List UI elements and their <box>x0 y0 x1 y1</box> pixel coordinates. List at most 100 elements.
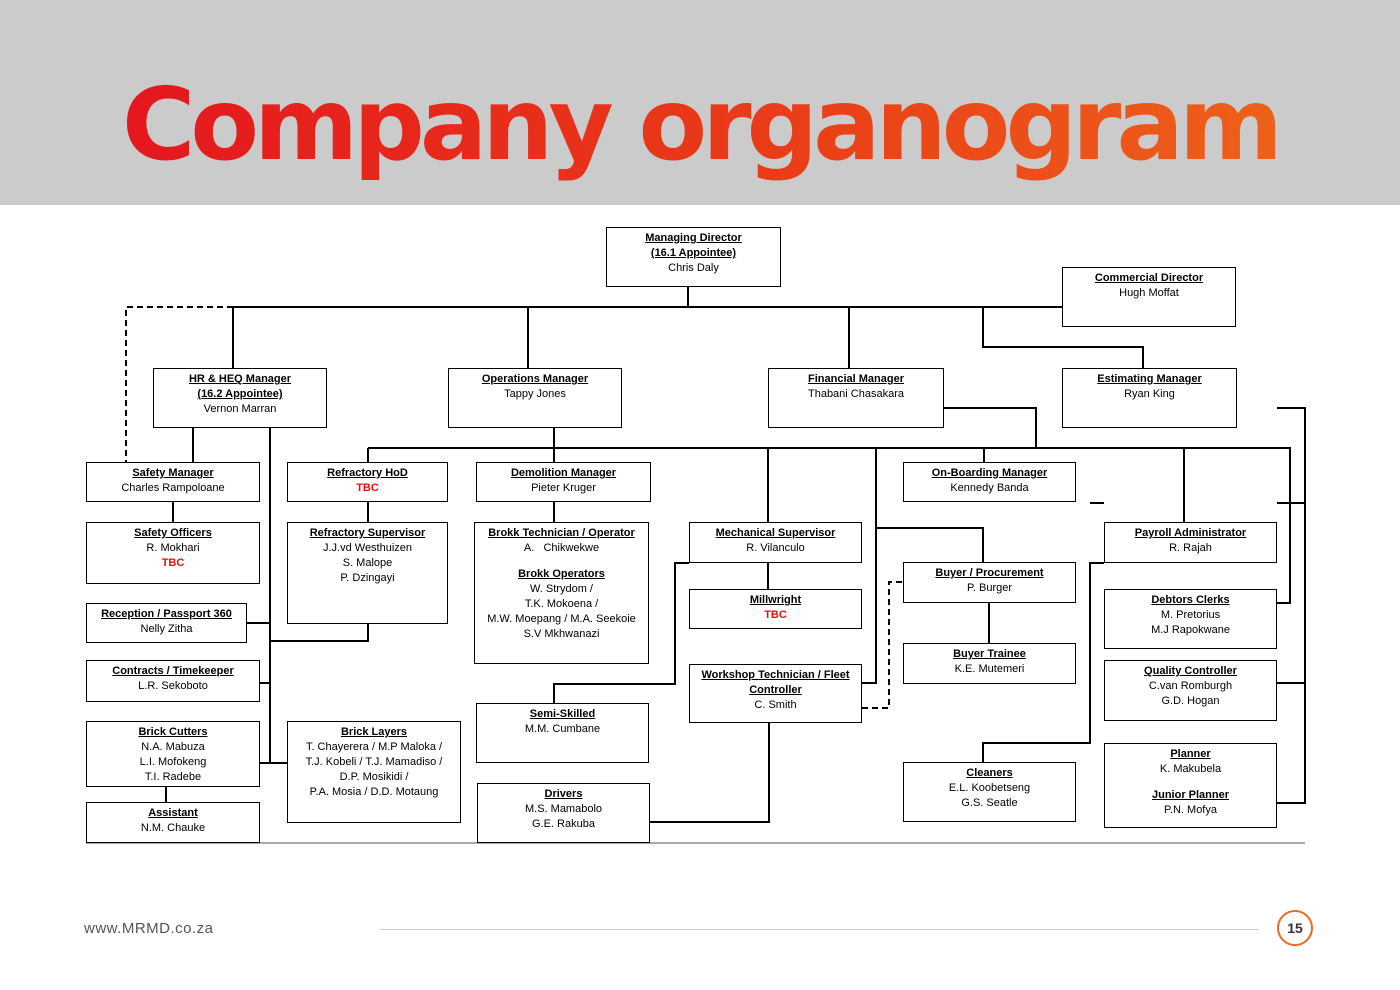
brokk-operator-name: W. Strydom / <box>530 583 593 595</box>
planner-box: Planner K. Makubela Junior Planner P.N. … <box>1104 743 1277 828</box>
cleaner-name: E.L. Koobetseng <box>948 782 1031 794</box>
mechanical-supervisor-title: Mechanical Supervisor <box>715 527 836 539</box>
safety-officers-title: Safety Officers <box>134 527 212 539</box>
financial-manager-name: Thabani Chasakara <box>807 388 904 400</box>
demolition-manager-title: Demolition Manager <box>510 467 617 479</box>
hr-manager-title: HR & HEQ Manager <box>188 373 292 385</box>
commercial-director-box: Commercial Director Hugh Moffat <box>1062 267 1236 327</box>
workshop-technician-name: C. Smith <box>754 699 797 711</box>
refractory-hod-title: Refractory HoD <box>327 467 408 479</box>
website-link[interactable]: www.MRMD.co.za <box>84 920 214 937</box>
cleaners-title: Cleaners <box>966 767 1013 779</box>
page-title: Company organogram <box>0 60 1400 190</box>
refractory-supervisor-name: P. Dzingayi <box>340 572 395 584</box>
onboarding-manager-box: On-Boarding Manager Kennedy Banda <box>903 462 1076 502</box>
estimating-manager-name: Ryan King <box>1124 388 1175 400</box>
semi-skilled-title: Semi-Skilled <box>529 708 596 720</box>
quality-controller-box: Quality Controller C.van Romburgh G.D. H… <box>1104 660 1277 721</box>
buyer-trainee-name: K.E. Mutemeri <box>954 663 1025 675</box>
safety-manager-name: Charles Rampoloane <box>121 482 225 494</box>
hr-manager-appointee: (16.2 Appointee) <box>197 388 283 400</box>
quality-controller-name: C.van Romburgh <box>1148 680 1233 692</box>
debtors-clerk-name: M.J Rapokwane <box>1151 624 1230 636</box>
cleaner-name: G.S. Seatle <box>961 797 1018 809</box>
quality-controller-name: G.D. Hogan <box>1161 695 1220 707</box>
financial-manager-title: Financial Manager <box>808 373 904 385</box>
commercial-director-name: Hugh Moffat <box>1119 287 1179 299</box>
payroll-administrator-title: Payroll Administrator <box>1134 527 1247 539</box>
planner-title: Planner <box>1170 748 1211 760</box>
buyer-name: P. Burger <box>966 582 1013 594</box>
managing-director-appointee: (16.1 Appointee) <box>650 247 737 259</box>
safety-officer-name: R. Mokhari <box>146 542 200 554</box>
brick-layer-name: D.P. Mosikidi / <box>339 771 409 783</box>
contracts-box: Contracts / Timekeeper L.R. Sekoboto <box>86 660 260 702</box>
payroll-administrator-name: R. Rajah <box>1169 542 1212 554</box>
hr-manager-name: Vernon Marran <box>203 403 277 415</box>
assistant-title: Assistant <box>148 807 198 819</box>
refractory-supervisor-title: Refractory Supervisor <box>309 527 426 539</box>
brick-cutters-title: Brick Cutters <box>138 726 208 738</box>
demolition-manager-name: Pieter Kruger <box>531 482 596 494</box>
brokk-operator-name: S.V Mkhwanazi <box>523 628 600 640</box>
junior-planner-title: Junior Planner <box>1151 789 1230 801</box>
onboarding-manager-title: On-Boarding Manager <box>931 467 1048 479</box>
brick-cutters-box: Brick Cutters N.A. Mabuza L.I. Mofokeng … <box>86 721 260 787</box>
cleaners-box: Cleaners E.L. Koobetseng G.S. Seatle <box>903 762 1076 822</box>
reception-box: Reception / Passport 360 Nelly Zitha <box>86 603 247 643</box>
estimating-manager-box: Estimating Manager Ryan King <box>1062 368 1237 428</box>
brick-layers-title: Brick Layers <box>340 726 408 738</box>
debtors-clerks-title: Debtors Clerks <box>1151 594 1230 606</box>
brick-layer-name: T. Chayerera / M.P Maloka / <box>305 741 443 753</box>
safety-manager-box: Safety Manager Charles Rampoloane <box>86 462 260 502</box>
contracts-title: Contracts / Timekeeper <box>112 665 234 677</box>
onboarding-manager-name: Kennedy Banda <box>950 482 1029 494</box>
financial-manager-box: Financial Manager Thabani Chasakara <box>768 368 944 428</box>
workshop-technician-title: Workshop Technician / Fleet Controller <box>701 669 850 696</box>
brokk-operators-title: Brokk Operators <box>518 568 605 580</box>
semi-skilled-name: M.M. Cumbane <box>524 723 601 735</box>
drivers-box: Drivers M.S. Mamabolo G.E. Rakuba <box>477 783 650 843</box>
hr-manager-box: HR & HEQ Manager (16.2 Appointee) Vernon… <box>153 368 327 428</box>
refractory-supervisor-name: S. Malope <box>342 557 393 569</box>
drivers-title: Drivers <box>544 788 583 800</box>
buyer-trainee-title: Buyer Trainee <box>953 648 1026 660</box>
planner-name: K. Makubela <box>1159 763 1222 775</box>
brick-layer-name: T.J. Kobeli / T.J. Mamadiso / <box>305 756 443 768</box>
refractory-supervisor-name: J.J.vd Westhuizen <box>322 542 413 554</box>
operations-manager-box: Operations Manager Tappy Jones <box>448 368 622 428</box>
header-banner <box>0 0 1400 205</box>
demolition-manager-box: Demolition Manager Pieter Kruger <box>476 462 651 502</box>
safety-officer-tbc: TBC <box>161 557 185 569</box>
refractory-hod-tbc: TBC <box>356 482 379 494</box>
quality-controller-title: Quality Controller <box>1144 665 1237 677</box>
mechanical-supervisor-name: R. Vilanculo <box>746 542 805 554</box>
buyer-box: Buyer / Procurement P. Burger <box>903 562 1076 603</box>
footer-divider <box>380 929 1258 930</box>
reception-title: Reception / Passport 360 <box>101 608 232 620</box>
safety-officers-box: Safety Officers R. Mokhari TBC <box>86 522 260 584</box>
contracts-name: L.R. Sekoboto <box>138 680 208 692</box>
brokk-technician-name: A. Chikwekwe <box>523 542 600 554</box>
debtors-clerks-box: Debtors Clerks M. Pretorius M.J Rapokwan… <box>1104 589 1277 649</box>
refractory-supervisor-box: Refractory Supervisor J.J.vd Westhuizen … <box>287 522 448 624</box>
estimating-manager-title: Estimating Manager <box>1097 373 1202 385</box>
brick-cutter-name: N.A. Mabuza <box>141 741 205 753</box>
driver-name: G.E. Rakuba <box>532 818 595 830</box>
mechanical-supervisor-box: Mechanical Supervisor R. Vilanculo <box>689 522 862 563</box>
brick-cutter-name: T.I. Radebe <box>144 771 202 783</box>
brokk-technician-title: Brokk Technician / Operator <box>488 527 635 539</box>
millwright-tbc: TBC <box>764 609 787 621</box>
managing-director-name: Chris Daly <box>668 262 719 274</box>
millwright-box: Millwright TBC <box>689 589 862 629</box>
junior-planner-name: P.N. Mofya <box>1164 804 1217 816</box>
safety-manager-title: Safety Manager <box>132 467 214 479</box>
operations-manager-name: Tappy Jones <box>504 388 566 400</box>
assistant-box: Assistant N.M. Chauke <box>86 802 260 843</box>
brokk-box: Brokk Technician / Operator A. Chikwekwe… <box>474 522 649 664</box>
refractory-hod-box: Refractory HoD TBC <box>287 462 448 502</box>
managing-director-box: Managing Director (16.1 Appointee) Chris… <box>606 227 781 287</box>
buyer-trainee-box: Buyer Trainee K.E. Mutemeri <box>903 643 1076 684</box>
debtors-clerk-name: M. Pretorius <box>1160 609 1221 621</box>
assistant-name: N.M. Chauke <box>140 822 206 834</box>
